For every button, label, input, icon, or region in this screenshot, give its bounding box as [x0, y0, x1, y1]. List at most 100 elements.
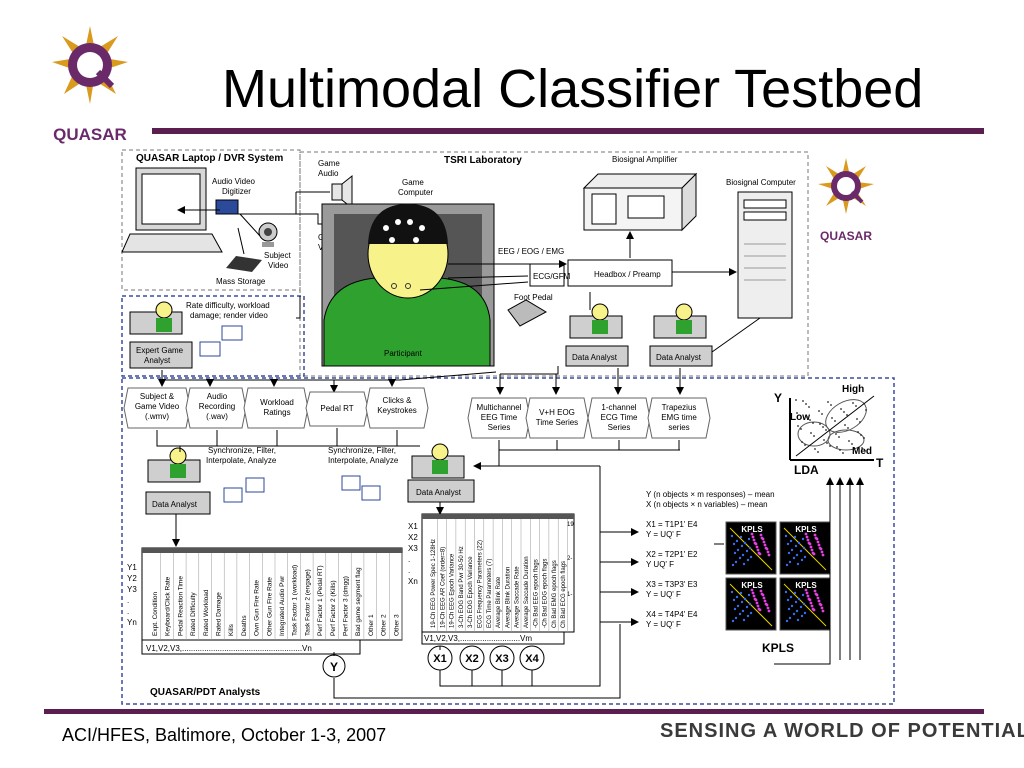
x-row-label: . — [408, 566, 410, 575]
headbox-label: Headbox / Preamp — [594, 270, 661, 279]
x-circle-label: X1 — [433, 653, 446, 665]
game-computer-label-1: Game — [402, 178, 424, 187]
kpls-tile-label: KPLS — [795, 525, 817, 534]
data-analyst-label-3: Data Analyst — [152, 500, 198, 509]
data-stream-tag: Subject & Game Video (.wmv) — [123, 387, 191, 429]
x-col-num-2: 2- — [567, 556, 572, 562]
headbox-box — [567, 259, 673, 287]
stream-audio-line-3: (.wav) — [206, 412, 228, 421]
kpls-equations: X1 = T1P1' E4Y = UQ' FX2 = T2P1' E2Y UQ'… — [646, 520, 698, 629]
x-circle-label: X4 — [525, 653, 539, 665]
bio-ecg-line-1: 1-channel — [601, 403, 636, 412]
bio-eeg-line-3: Series — [488, 423, 511, 432]
x-column-header: Average Saccade Duration — [524, 556, 530, 628]
analyst-figure-icon — [569, 303, 623, 339]
bio-eeg-line-1: Multichannel — [477, 403, 522, 412]
y-column-header: Keyboard/Click Rate — [165, 576, 172, 636]
document-icon — [361, 485, 381, 501]
kpls-label: KPLS — [762, 641, 794, 655]
y-column-header: Integrated Audio Pwr — [279, 575, 286, 636]
y-column-header: Deaths — [241, 615, 248, 636]
game-audio-label-2: Audio — [318, 169, 339, 178]
mass-storage-icon — [226, 256, 262, 272]
stream-workload-line-2: Ratings — [263, 408, 290, 417]
vm-row-label: V1,V2,V3,...........................Vm — [424, 634, 532, 643]
stream-workload-line-1: Workload — [260, 398, 294, 407]
x-column-header: Average Blink Duration — [505, 567, 511, 628]
sync-text-right-2: Interpolate, Analyze — [328, 456, 399, 465]
quasar-logo-small-text: QUASAR — [820, 229, 872, 243]
y-column-header: Rated Difficulty — [190, 592, 197, 636]
data-stream-tag: Clicks & Keystrokes — [365, 387, 429, 429]
document-icon — [245, 477, 265, 493]
bio-emg-line-1: Trapezius — [662, 403, 697, 412]
x-circle-label: X2 — [465, 653, 478, 665]
x-column-header: Ch Bad ECG epoch flags — [561, 561, 567, 628]
amplifier-label: Biosignal Amplifier — [612, 155, 678, 164]
amplifier-icon — [582, 172, 698, 232]
data-stream-tag: Pedal RT — [305, 391, 369, 427]
y-column-header: Expt. Condition — [152, 592, 159, 636]
data-analyst-box-1 — [565, 345, 629, 367]
bio-emg-line-2: EMG time — [661, 413, 697, 422]
y-column-header: Pedal Reaction Time — [177, 576, 184, 636]
kpls-equation: Y UQ' F — [646, 560, 674, 569]
x-circle-label: X3 — [495, 653, 508, 665]
y-column-header: Other 1 — [368, 614, 375, 636]
y-column-header: Rated Damage — [216, 592, 223, 636]
kpls-equation: Y = UQ' F — [646, 530, 681, 539]
foot-pedal-icon — [507, 299, 548, 327]
x-column-header: 3-Ch EOG Band Pwr 30-50 Hz — [459, 546, 465, 628]
stream-clicks-line-2: Keystrokes — [377, 406, 417, 415]
lda-scatter — [789, 395, 875, 461]
participant-figure — [323, 204, 491, 367]
data-analyst-label-1: Data Analyst — [572, 353, 618, 362]
document-icon — [199, 341, 221, 357]
document-icon — [221, 325, 243, 341]
x-column-header: 19-Ch EEG Epoch Variance — [450, 553, 456, 628]
x-circles: X1 X2 X3 X4 — [427, 645, 545, 671]
kpls-equation: X4 = T4P4' E4 — [646, 610, 698, 619]
y-column-header: Other Gun Fire Rate — [266, 577, 273, 636]
rate-difficulty-line-2: damage; render video — [190, 311, 268, 320]
bio-stream-tag: Trapezius EMG time series — [647, 397, 711, 439]
x-column-header: 19-Ch EEG Power Spec 1-128Hz — [431, 539, 437, 628]
bio-eeg-line-2: EEG Time — [481, 413, 518, 422]
x-row-label: X1 — [408, 522, 418, 531]
eeg-eog-emg-label: EEG / EOG / EMG — [498, 247, 564, 256]
bio-emg-line-3: series — [668, 423, 689, 432]
footer-divider — [44, 709, 984, 714]
x-col-num-1: 19 — [567, 522, 574, 528]
stream-audio-line-1: Audio — [207, 392, 228, 401]
x-column-header: 19-Ch EEG AR Coef (order=8) — [440, 547, 446, 628]
data-stream-tag: Audio Recording (.wav) — [185, 387, 247, 429]
subject-video-label-2: Video — [268, 261, 289, 270]
bio-stream-tag: Multichannel EEG Time Series — [467, 397, 531, 439]
y-column-header: Own Gun Fire Rate — [254, 580, 261, 636]
speaker-icon — [331, 174, 353, 210]
digitizer-label-1: Audio Video — [212, 177, 256, 186]
y-row-label: . — [127, 607, 129, 616]
bio-ecg-line-2: ECG Time — [601, 413, 638, 422]
participant-label: Participant — [384, 349, 423, 358]
v-row-box — [141, 639, 361, 655]
tsri-region — [299, 151, 809, 377]
mass-storage-label: Mass Storage — [216, 277, 266, 286]
kpls-info-y: Y (n objects × m responses) – mean — [646, 490, 775, 499]
x-column-header: Average Blink Rate — [496, 576, 502, 628]
expert-analyst-label-1: Expert Game — [136, 346, 184, 355]
x-row-label: Xn — [408, 577, 418, 586]
analyst-figure-icon — [147, 447, 201, 483]
sync-text-left-1: Synchronize, Filter, — [208, 446, 276, 455]
x-row-label: . — [408, 555, 410, 564]
data-stream-tag: Workload Ratings — [243, 387, 309, 429]
data-analyst-box-3 — [145, 491, 211, 515]
kpls-equation: X3 = T3P3' E3 — [646, 580, 698, 589]
rate-difficulty-line-1: Rate difficulty, workload — [186, 301, 270, 310]
y-column-header: Task Factor 2 (engage) — [304, 569, 311, 636]
x-column-header: Average Saccade Rate — [515, 566, 521, 628]
